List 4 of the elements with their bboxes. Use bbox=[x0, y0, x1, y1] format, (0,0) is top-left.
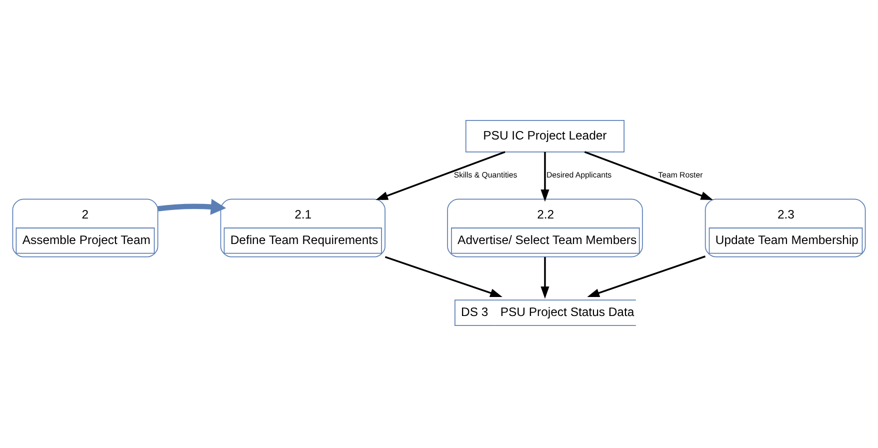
edge-label: Skills & Quantities bbox=[454, 170, 518, 179]
node-text: DS 3 PSU Project Status Data bbox=[461, 304, 634, 319]
edge-label: Desired Applicants bbox=[546, 170, 612, 179]
edge-label: Team Roster bbox=[658, 170, 703, 179]
